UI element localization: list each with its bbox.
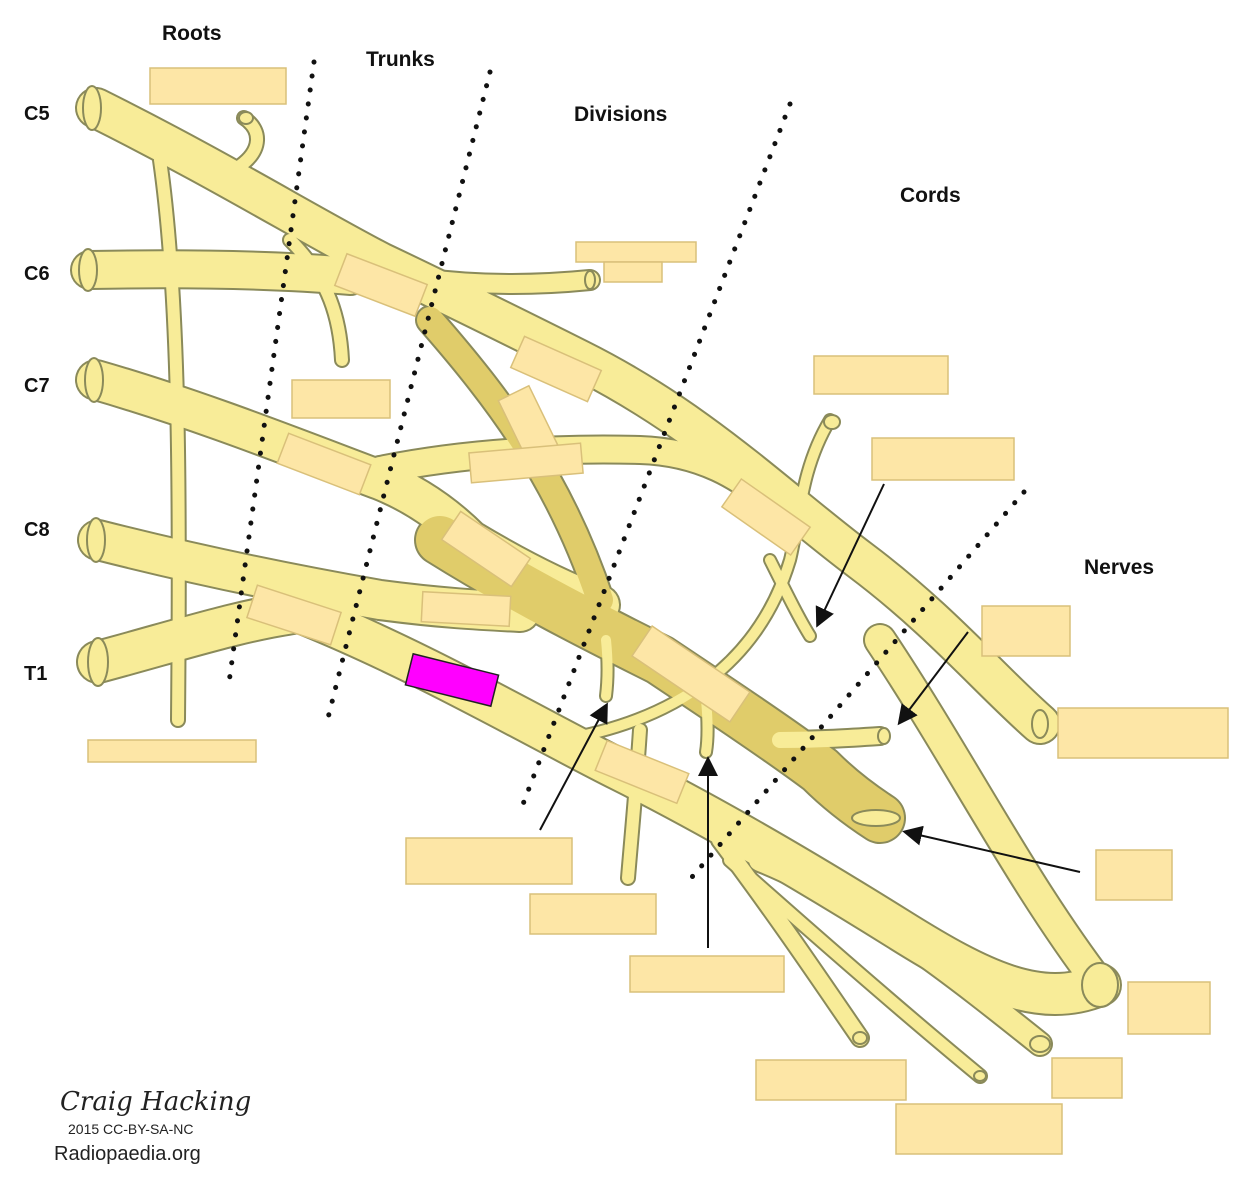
label-box-middle-trunk-left[interactable] bbox=[291, 379, 391, 419]
label-box-anterior-division[interactable] bbox=[468, 442, 584, 484]
label-box-radial[interactable] bbox=[629, 955, 785, 993]
nerve-axillary-branch-fill bbox=[772, 728, 888, 748]
nerve-c6-twig-fill bbox=[284, 234, 348, 366]
label-boxes bbox=[87, 67, 1229, 1155]
header-trunks: Trunks bbox=[366, 48, 435, 71]
label-box-median[interactable] bbox=[1127, 981, 1211, 1035]
nerve-radial-long-fill bbox=[865, 625, 1115, 1000]
label-box-medial-cord[interactable] bbox=[594, 739, 690, 805]
pointer-arrows bbox=[539, 483, 1081, 948]
nerve-end-median bbox=[1029, 1035, 1051, 1053]
nerve-end-forearm bbox=[973, 1070, 987, 1082]
credit-author: Craig Hacking bbox=[60, 1087, 251, 1117]
label-box-lower-division[interactable] bbox=[440, 510, 532, 588]
label-box-axillary[interactable] bbox=[981, 605, 1071, 657]
nerve-end-c6 bbox=[78, 248, 98, 292]
nerve-end-posterior-cord bbox=[851, 809, 901, 827]
label-box-lower-trunk[interactable] bbox=[420, 590, 512, 628]
nerve-end-suprascapular bbox=[584, 270, 596, 290]
label-box-lateral-cord[interactable] bbox=[720, 477, 812, 557]
arrow-to-posterior-end bbox=[902, 825, 1081, 873]
boundary-trunks-divisions bbox=[325, 69, 493, 721]
nerve-pectoral-twig-fill bbox=[765, 555, 815, 641]
root-level-labels: C5 C6 C7 C8 T1 bbox=[24, 103, 50, 685]
label-box-c6-branch-a[interactable] bbox=[575, 241, 697, 263]
header-roots: Roots bbox=[162, 22, 222, 45]
credit-signature: Craig Hacking 2015 CC-BY-SA-NC Radiopaed… bbox=[54, 1087, 251, 1165]
label-box-medial-cutaneous-forearm[interactable] bbox=[895, 1103, 1063, 1155]
label-box-upper-trunk[interactable] bbox=[333, 252, 429, 318]
nerve-end-ulnar bbox=[852, 1031, 868, 1045]
nerve-subscap-twig-a-fill bbox=[601, 635, 613, 701]
arrow-to-pectoral-twig bbox=[815, 483, 885, 628]
nerve-subscap-twig-b-fill bbox=[701, 695, 713, 757]
label-box-middle-trunk[interactable] bbox=[276, 432, 372, 496]
label-box-c5-division[interactable] bbox=[509, 335, 603, 403]
nerve-c7-anterior-fill bbox=[367, 436, 793, 523]
label-box-c6-branch-b[interactable] bbox=[603, 261, 663, 283]
root-label-c6: C6 bbox=[24, 263, 50, 285]
boundary-divisions-cords bbox=[517, 101, 793, 815]
label-box-musculo[interactable] bbox=[1057, 707, 1229, 759]
label-box-lower-subscap[interactable] bbox=[1095, 849, 1173, 901]
label-box-upper-subscap[interactable] bbox=[405, 837, 573, 885]
header-cords: Cords bbox=[900, 184, 961, 207]
label-box-posterior-cord[interactable] bbox=[630, 625, 752, 723]
header-divisions: Divisions bbox=[574, 103, 667, 126]
nerve-suprascapular-fill bbox=[411, 269, 599, 293]
label-box-lower-trunk-left[interactable] bbox=[245, 584, 343, 646]
boundary-cords-nerves bbox=[683, 489, 1027, 887]
nerve-end-c7 bbox=[84, 357, 104, 403]
nerve-end-axillary bbox=[877, 727, 891, 745]
nerve-long-thoracic-fill bbox=[154, 154, 185, 726]
root-label-t1: T1 bbox=[24, 663, 47, 685]
arrow-to-axillary bbox=[897, 631, 969, 726]
nerve-end-main bbox=[1081, 962, 1119, 1008]
label-box-t1-highlight[interactable] bbox=[404, 652, 500, 708]
nerve-end-radial bbox=[1031, 709, 1049, 739]
label-box-long-thoracic[interactable] bbox=[87, 739, 257, 763]
nerve-end-pectoral bbox=[823, 414, 841, 430]
nerve-cut-ends bbox=[78, 85, 1119, 1082]
label-box-ulnar[interactable] bbox=[755, 1059, 907, 1101]
label-box-thoracodorsal[interactable] bbox=[529, 893, 657, 935]
header-nerves: Nerves bbox=[1084, 556, 1154, 579]
label-box-lateral-pectoral[interactable] bbox=[813, 355, 949, 395]
root-label-c5: C5 bbox=[24, 103, 50, 125]
credit-site: Radiopaedia.org bbox=[54, 1143, 201, 1165]
label-box-medial-cutaneous-arm[interactable] bbox=[1051, 1057, 1123, 1099]
nerve-median-branch-fill bbox=[749, 849, 1051, 1055]
nerve-medial-cut-forearm-fill bbox=[724, 854, 986, 1082]
arrow-to-subscap-a bbox=[539, 702, 608, 831]
region-headers: Roots Trunks Divisions Cords Nerves bbox=[162, 22, 1154, 579]
nerve-end-t1 bbox=[87, 637, 109, 687]
nerve-end-c5 bbox=[82, 85, 102, 131]
region-boundaries bbox=[225, 59, 1027, 887]
nerve-end-c8 bbox=[86, 517, 106, 563]
label-box-roots[interactable] bbox=[149, 67, 287, 105]
root-label-c7: C7 bbox=[24, 375, 50, 397]
credit-license: 2015 CC-BY-SA-NC bbox=[68, 1121, 194, 1137]
nerve-thoracodorsal-fill bbox=[622, 724, 646, 884]
label-box-musculocutaneous-arrow[interactable] bbox=[871, 437, 1015, 481]
nerve-median-loop-fill bbox=[555, 415, 835, 745]
nerve-end-c5-twig bbox=[238, 111, 254, 125]
root-label-c8: C8 bbox=[24, 519, 50, 541]
